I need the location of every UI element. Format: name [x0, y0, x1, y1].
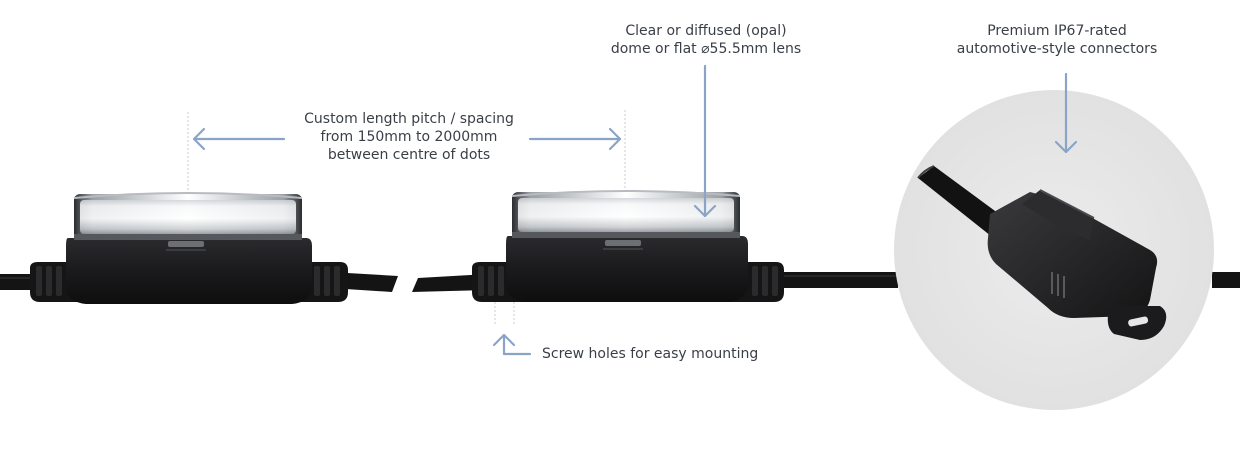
connectors-line-2: automotive-style connectors	[956, 41, 1158, 57]
cable-right	[1212, 272, 1240, 288]
led-dot-left	[30, 192, 348, 304]
pitch-spacing-label: Custom length pitch / spacing from 150mm…	[298, 110, 520, 164]
led-dot-middle	[472, 190, 784, 302]
lens-line-1: Clear or diffused (opal)	[625, 23, 787, 39]
arrow-right-icon	[528, 127, 622, 151]
arrow-left-icon	[192, 127, 286, 151]
connector-detail	[894, 90, 1214, 410]
connectors-line-1: Premium IP67-rated	[987, 23, 1127, 39]
pitch-line-2: from 150mm to 2000mm	[320, 129, 498, 145]
pitch-line-1: Custom length pitch / spacing	[304, 111, 514, 127]
lens-line-2: dome or flat ⌀55.5mm lens	[610, 41, 802, 57]
arrow-up-icon	[492, 333, 532, 356]
arrow-down-icon	[1054, 72, 1078, 154]
arrow-down-icon	[693, 64, 717, 218]
guide-lines	[187, 110, 626, 326]
lens-label: Clear or diffused (opal) dome or flat ⌀5…	[606, 22, 806, 58]
connectors-label: Premium IP67-rated automotive-style conn…	[945, 22, 1169, 58]
screw-holes-label: Screw holes for easy mounting	[542, 346, 759, 362]
pitch-line-3: between centre of dots	[327, 147, 491, 163]
cable-middle	[412, 272, 898, 292]
